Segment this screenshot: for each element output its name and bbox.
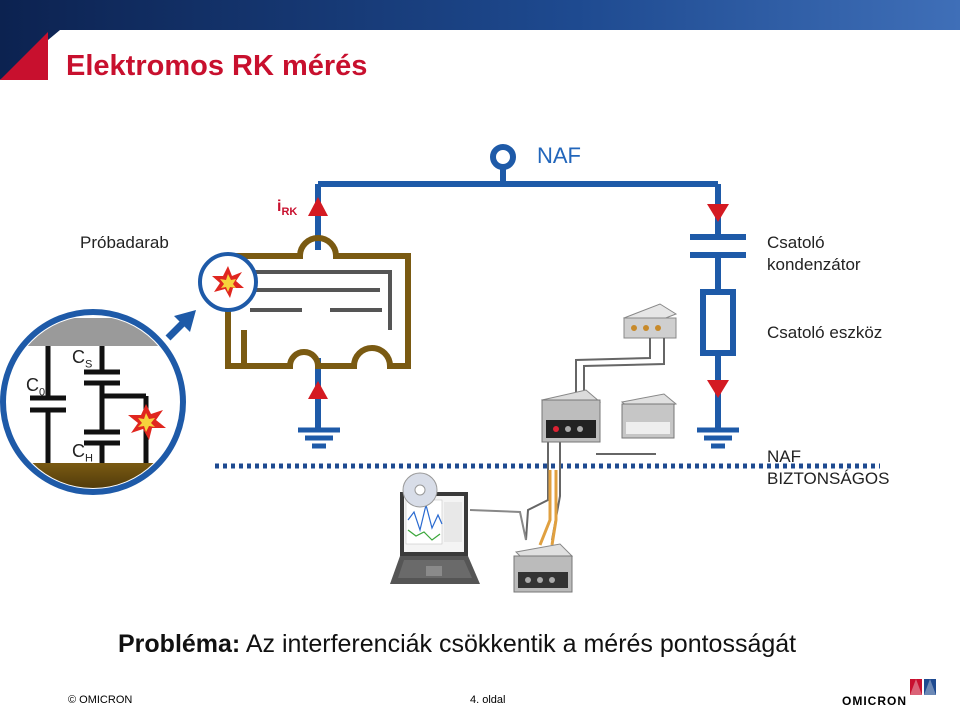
irk-label: iRK [277, 198, 298, 219]
arrow-up-irk [308, 197, 328, 216]
naf-terminal [490, 144, 516, 184]
header-red-corner [0, 32, 48, 80]
software-cd-icon [402, 472, 438, 508]
naf-biztonsagos-label: NAF BIZTONSÁGOS [767, 447, 890, 488]
omicron-logo-mark [910, 679, 936, 695]
header-band [0, 0, 960, 80]
arrow-up-ground [308, 381, 328, 399]
defect-marker [198, 252, 258, 312]
ground-right [697, 427, 739, 449]
fiber-cables [538, 470, 558, 546]
coupling-capacitor [690, 234, 746, 258]
control-unit [513, 543, 574, 593]
ground-left [298, 427, 340, 449]
problem-bold: Probléma: [118, 630, 241, 658]
problem-text: Az interferenciák csökkentik a mérés pon… [240, 630, 797, 658]
zoom-pointer-arrow [165, 310, 196, 341]
usb-cable [469, 509, 527, 541]
laptop [390, 492, 480, 584]
coupling-unit-device [622, 303, 678, 339]
cs-label: CS [72, 347, 93, 371]
problem-statement: Probléma: Az interferenciák csökkentik a… [118, 630, 796, 659]
c0-label: C0 [26, 375, 46, 399]
csatolo-eszkoz-label: Csatoló eszköz [767, 323, 883, 342]
acquisition-unit-2 [620, 393, 678, 439]
probadarab-label: Próbadarab [80, 233, 169, 252]
acquisition-unit-1 [540, 389, 602, 443]
arrow-down-device [707, 380, 729, 398]
csatolo-kondenzator-label: Csatoló kondenzátor [767, 233, 861, 274]
footer-copyright: © OMICRON [68, 694, 133, 706]
test-object-inner [248, 270, 392, 330]
ch-label: CH [72, 441, 93, 465]
footer-page-number: 4. oldal [470, 694, 506, 706]
arrow-down-capacitor [707, 204, 729, 222]
coupling-device-box [700, 289, 736, 356]
test-object-winding [225, 235, 411, 369]
slide-title: Elektromos RK mérés [66, 50, 368, 82]
naf-label: NAF [537, 143, 581, 168]
footer-logo-text: OMICRON [842, 694, 907, 708]
